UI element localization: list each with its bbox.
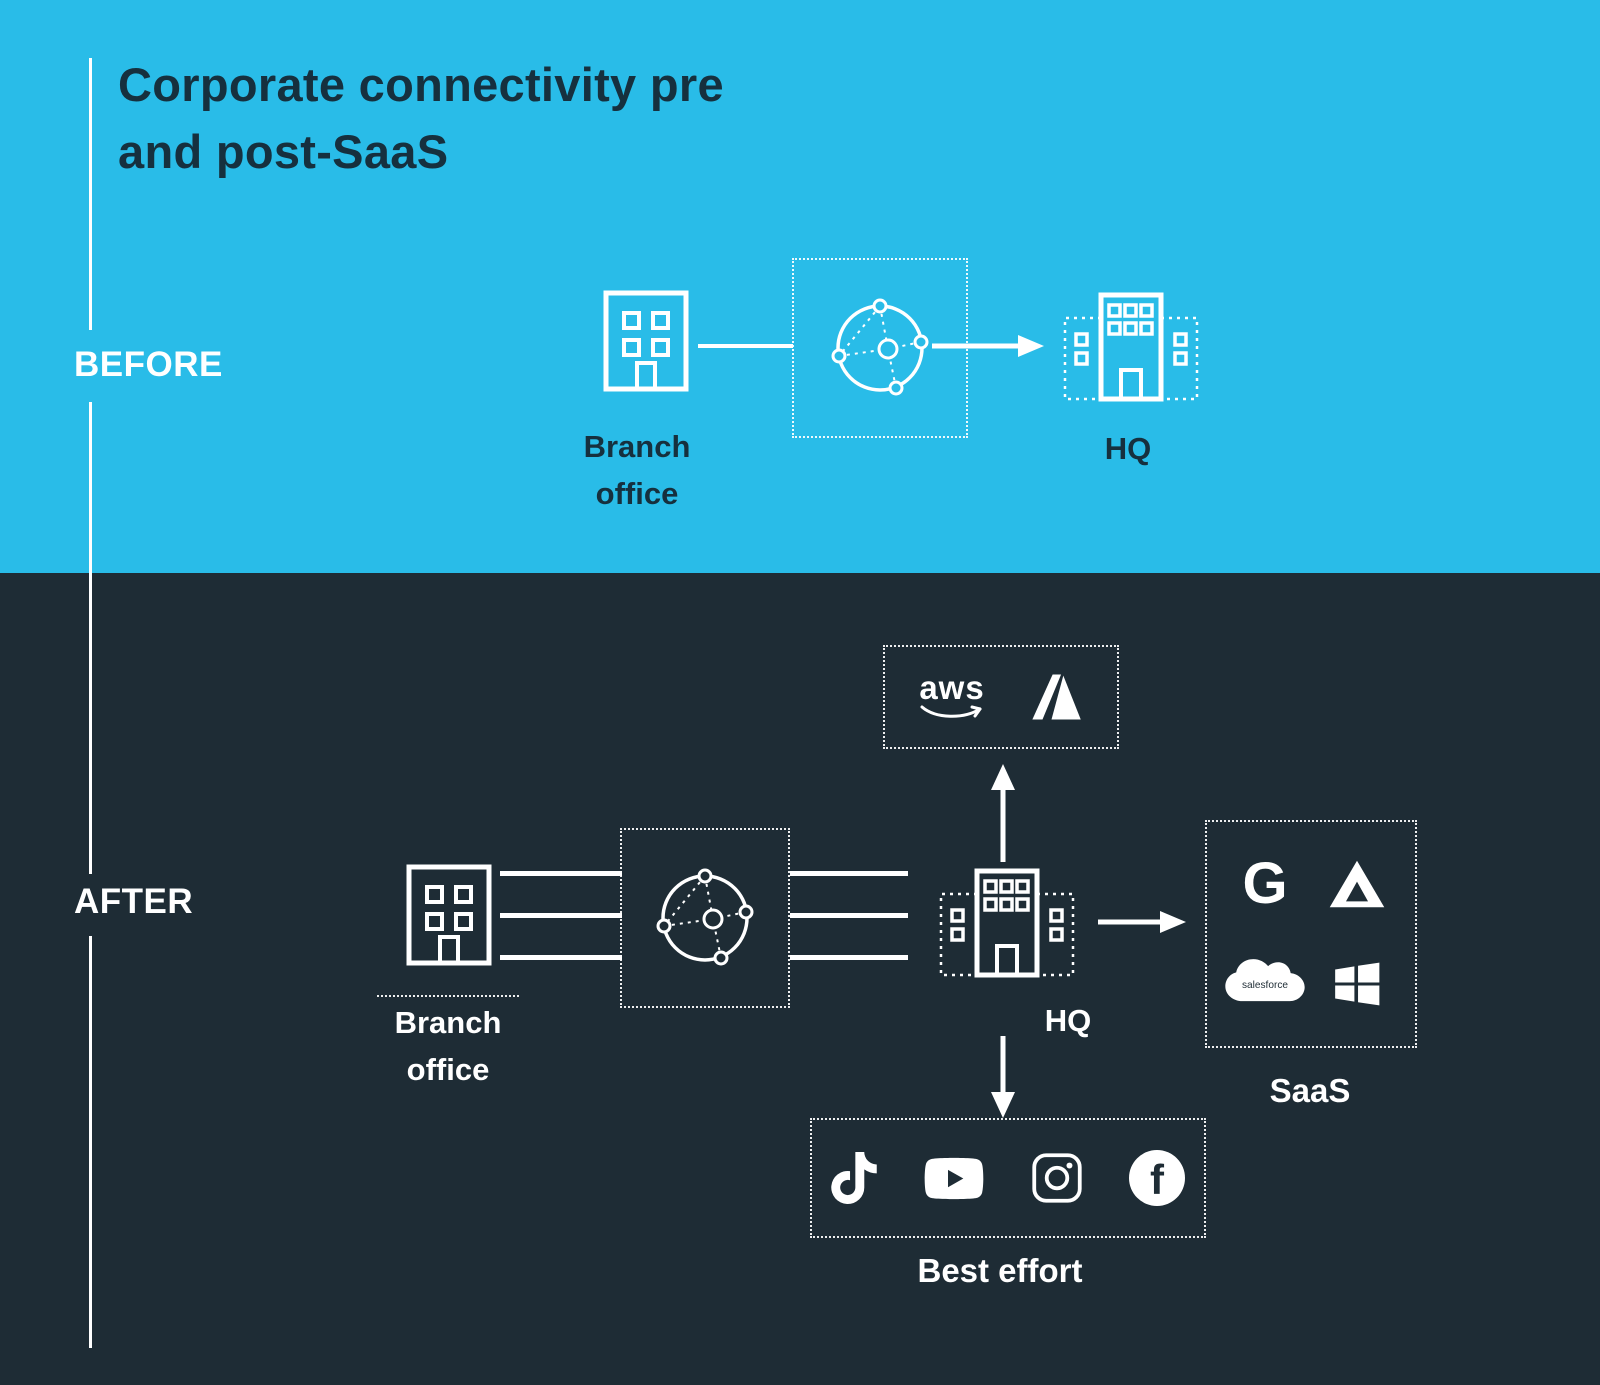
network-icon: [831, 298, 929, 396]
saas-box: G salesforce: [1205, 820, 1417, 1048]
branch-office-building-icon: [603, 290, 689, 392]
after-hq-caption: HQ: [1044, 1003, 1092, 1038]
azure-icon: [1032, 674, 1081, 720]
youtube-icon: [924, 1157, 984, 1199]
aws-wordmark: aws: [919, 669, 985, 707]
before-arrow-right-icon: [932, 335, 1044, 357]
saas-caption: SaaS: [1269, 1072, 1351, 1109]
before-connector-line: [698, 344, 793, 348]
microsoft-icon: [1335, 962, 1380, 1006]
google-drive-icon: [1329, 860, 1385, 908]
facebook-letter: f: [1150, 1156, 1164, 1203]
before-branch-caption-line1: Branch: [583, 429, 691, 464]
after-branch-caption: Branch office: [358, 1000, 538, 1093]
branch-dotted-base: [377, 995, 519, 997]
before-branch-caption: Branch office: [547, 424, 727, 517]
link-line: [500, 871, 622, 876]
right-arrow-icon: [1098, 911, 1186, 933]
best-effort-caption: Best effort: [917, 1252, 1083, 1289]
after-branch-caption-line1: Branch: [394, 1005, 502, 1040]
salesforce-icon: salesforce: [1225, 959, 1305, 1002]
down-arrow-icon: [991, 1036, 1015, 1118]
page-title: Corporate connectivity pre and post-SaaS: [118, 52, 724, 185]
timeline-line-top: [89, 58, 92, 330]
instagram-icon: [1032, 1153, 1082, 1203]
before-section-background: [0, 0, 1600, 573]
timeline-line-middle: [89, 402, 92, 874]
up-arrow-icon: [991, 764, 1015, 862]
network-icon: [656, 868, 754, 966]
google-icon: G: [1242, 851, 1288, 916]
page-title-line2: and post-SaaS: [118, 124, 449, 178]
salesforce-wordmark: salesforce: [1242, 980, 1288, 991]
aws-smile-icon: [920, 705, 982, 718]
hq-building-icon: [939, 868, 1075, 978]
link-line: [790, 955, 908, 960]
after-network-box: [620, 828, 790, 1008]
link-line: [500, 955, 622, 960]
cloud-providers-box: aws: [883, 645, 1119, 749]
link-line: [790, 871, 908, 876]
timeline-line-bottom: [89, 936, 92, 1348]
page-title-line1: Corporate connectivity pre: [118, 58, 724, 111]
link-line: [790, 913, 908, 918]
before-hq-caption: HQ: [1104, 431, 1152, 466]
before-label: BEFORE: [74, 345, 223, 384]
after-branch-caption-line2: office: [406, 1051, 490, 1087]
before-branch-caption-line2: office: [595, 475, 679, 511]
tiktok-icon: [831, 1152, 877, 1204]
hq-building-icon: [1063, 292, 1199, 402]
aws-icon: aws: [919, 669, 985, 721]
facebook-icon: f: [1129, 1150, 1185, 1206]
branch-office-building-icon: [406, 864, 492, 966]
best-effort-box: f: [810, 1118, 1206, 1238]
link-line: [500, 913, 622, 918]
after-label: AFTER: [74, 882, 194, 921]
